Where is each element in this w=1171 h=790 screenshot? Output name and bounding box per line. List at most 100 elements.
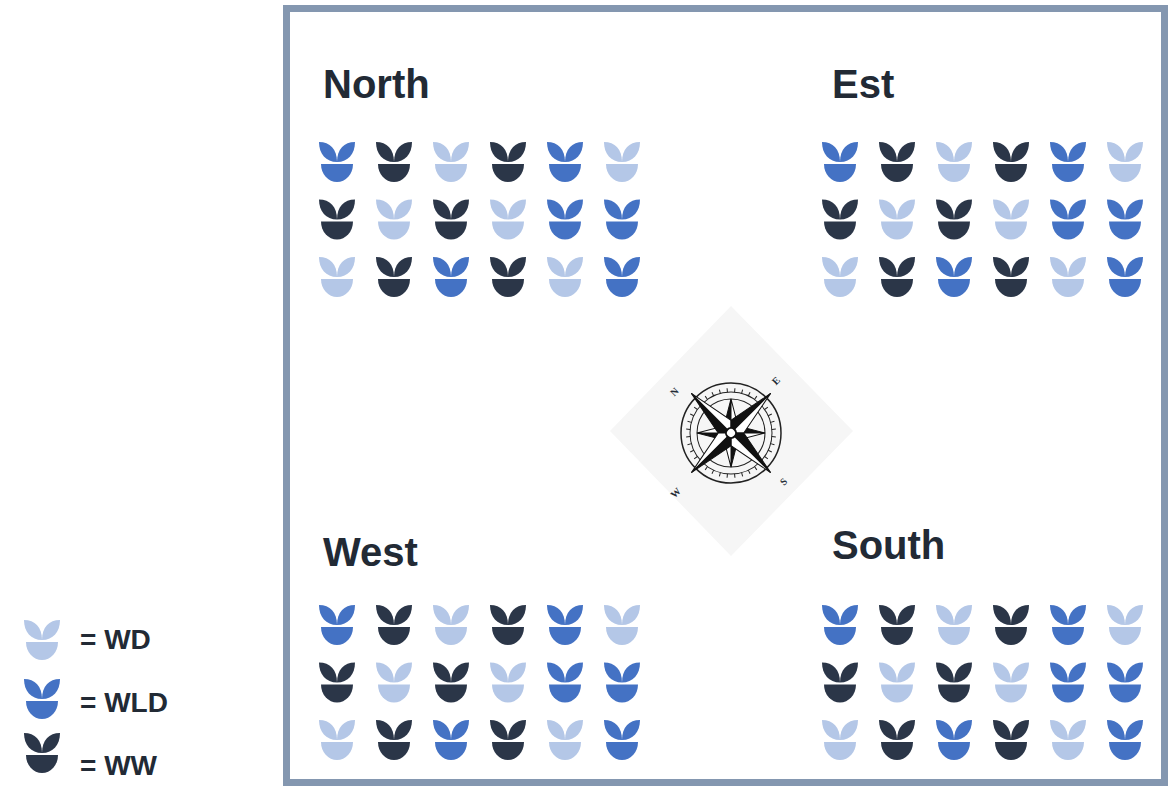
- plant-leaf: [936, 720, 954, 740]
- plant-leaf: [993, 720, 1011, 740]
- plant-leaf: [565, 663, 583, 683]
- plant-leaf: [840, 663, 858, 683]
- plant-leaf: [897, 200, 915, 220]
- compass-tick: [688, 421, 692, 422]
- plant-leaf: [822, 720, 840, 740]
- compass-tick: [772, 436, 776, 437]
- compass-tick: [719, 390, 720, 394]
- plant-leaf: [1107, 257, 1125, 277]
- plant-pot: [995, 222, 1027, 240]
- plant-pot: [435, 742, 467, 760]
- compass-tick: [734, 388, 735, 392]
- compass-tick: [719, 473, 720, 477]
- plant-leaf: [936, 142, 954, 162]
- plant-leaf: [622, 720, 640, 740]
- plant-icon: [822, 257, 858, 297]
- plant-leaf: [508, 142, 526, 162]
- plant-leaf: [1050, 663, 1068, 683]
- compass-ring: [683, 385, 779, 481]
- compass-rose: [652, 354, 810, 512]
- plant-leaf: [622, 663, 640, 683]
- plant-pot: [824, 222, 856, 240]
- compass-tick: [727, 474, 728, 478]
- plant-leaf: [879, 200, 897, 220]
- plant-leaf: [24, 733, 42, 753]
- compass-tick: [765, 407, 768, 409]
- plant-pot: [26, 642, 58, 660]
- plant-icon: [604, 257, 640, 297]
- plant-pot: [321, 279, 353, 297]
- plant-pot: [549, 222, 581, 240]
- plant-leaf: [565, 720, 583, 740]
- plant-leaf: [954, 720, 972, 740]
- plant-leaf: [1125, 200, 1143, 220]
- plant-leaf: [1050, 605, 1068, 625]
- plant-leaf: [394, 142, 412, 162]
- plant-leaf: [490, 720, 508, 740]
- plant-leaf: [547, 257, 565, 277]
- plant-icon: [1050, 142, 1086, 182]
- plant-leaf: [508, 663, 526, 683]
- plant-pot: [321, 742, 353, 760]
- plant-leaf: [1107, 605, 1125, 625]
- compass-tick: [755, 467, 757, 470]
- plant-leaf: [840, 605, 858, 625]
- plant-icon: [993, 720, 1029, 760]
- plant-leaf: [337, 663, 355, 683]
- plant-icon: [433, 605, 469, 645]
- compass-tick: [694, 457, 697, 459]
- plant-pot: [938, 685, 970, 703]
- compass-tick: [694, 407, 697, 409]
- plant-pot: [492, 279, 524, 297]
- plant-icon: [319, 720, 355, 760]
- plant-pot: [995, 164, 1027, 182]
- plant-pot: [321, 164, 353, 182]
- plant-pot: [995, 627, 1027, 645]
- plant-icon: [547, 605, 583, 645]
- plant-icon: [547, 663, 583, 703]
- plant-leaf: [1011, 200, 1029, 220]
- plant-pot: [606, 279, 638, 297]
- plant-icon: [822, 200, 858, 240]
- plant-pot: [549, 279, 581, 297]
- plant-icon: [376, 720, 412, 760]
- plant-leaf: [394, 200, 412, 220]
- plant-icon: [993, 142, 1029, 182]
- plant-leaf: [433, 200, 451, 220]
- plant-pot: [824, 279, 856, 297]
- plant-leaf: [508, 720, 526, 740]
- legend-label: = WLD: [80, 689, 168, 717]
- plant-leaf: [547, 720, 565, 740]
- plant-leaf: [319, 257, 337, 277]
- plant-icon: [604, 720, 640, 760]
- plant-leaf: [622, 200, 640, 220]
- compass-tick: [772, 429, 776, 430]
- plant-icon: [490, 257, 526, 297]
- compass-ring: [660, 362, 801, 503]
- plant-icon: [376, 663, 412, 703]
- plant-leaf: [936, 663, 954, 683]
- plant-leaf: [1107, 142, 1125, 162]
- plant-pot: [435, 164, 467, 182]
- plant-leaf: [376, 200, 394, 220]
- plant-leaf: [433, 663, 451, 683]
- plant-icon: [822, 605, 858, 645]
- plant-leaf: [490, 605, 508, 625]
- plant-pot: [938, 742, 970, 760]
- plant-leaf: [547, 663, 565, 683]
- plant-leaf: [897, 663, 915, 683]
- plant-leaf: [822, 605, 840, 625]
- compass-tick: [712, 470, 714, 474]
- compass-tick: [768, 450, 772, 452]
- plant-icon: [319, 200, 355, 240]
- plant-pot: [321, 222, 353, 240]
- plant-leaf: [547, 142, 565, 162]
- plant-leaf: [822, 663, 840, 683]
- plant-icon: [376, 142, 412, 182]
- plant-leaf: [897, 605, 915, 625]
- compass-hub: [724, 426, 738, 440]
- plant-leaf: [1068, 663, 1086, 683]
- plant-leaf: [604, 663, 622, 683]
- plant-pot: [1109, 222, 1141, 240]
